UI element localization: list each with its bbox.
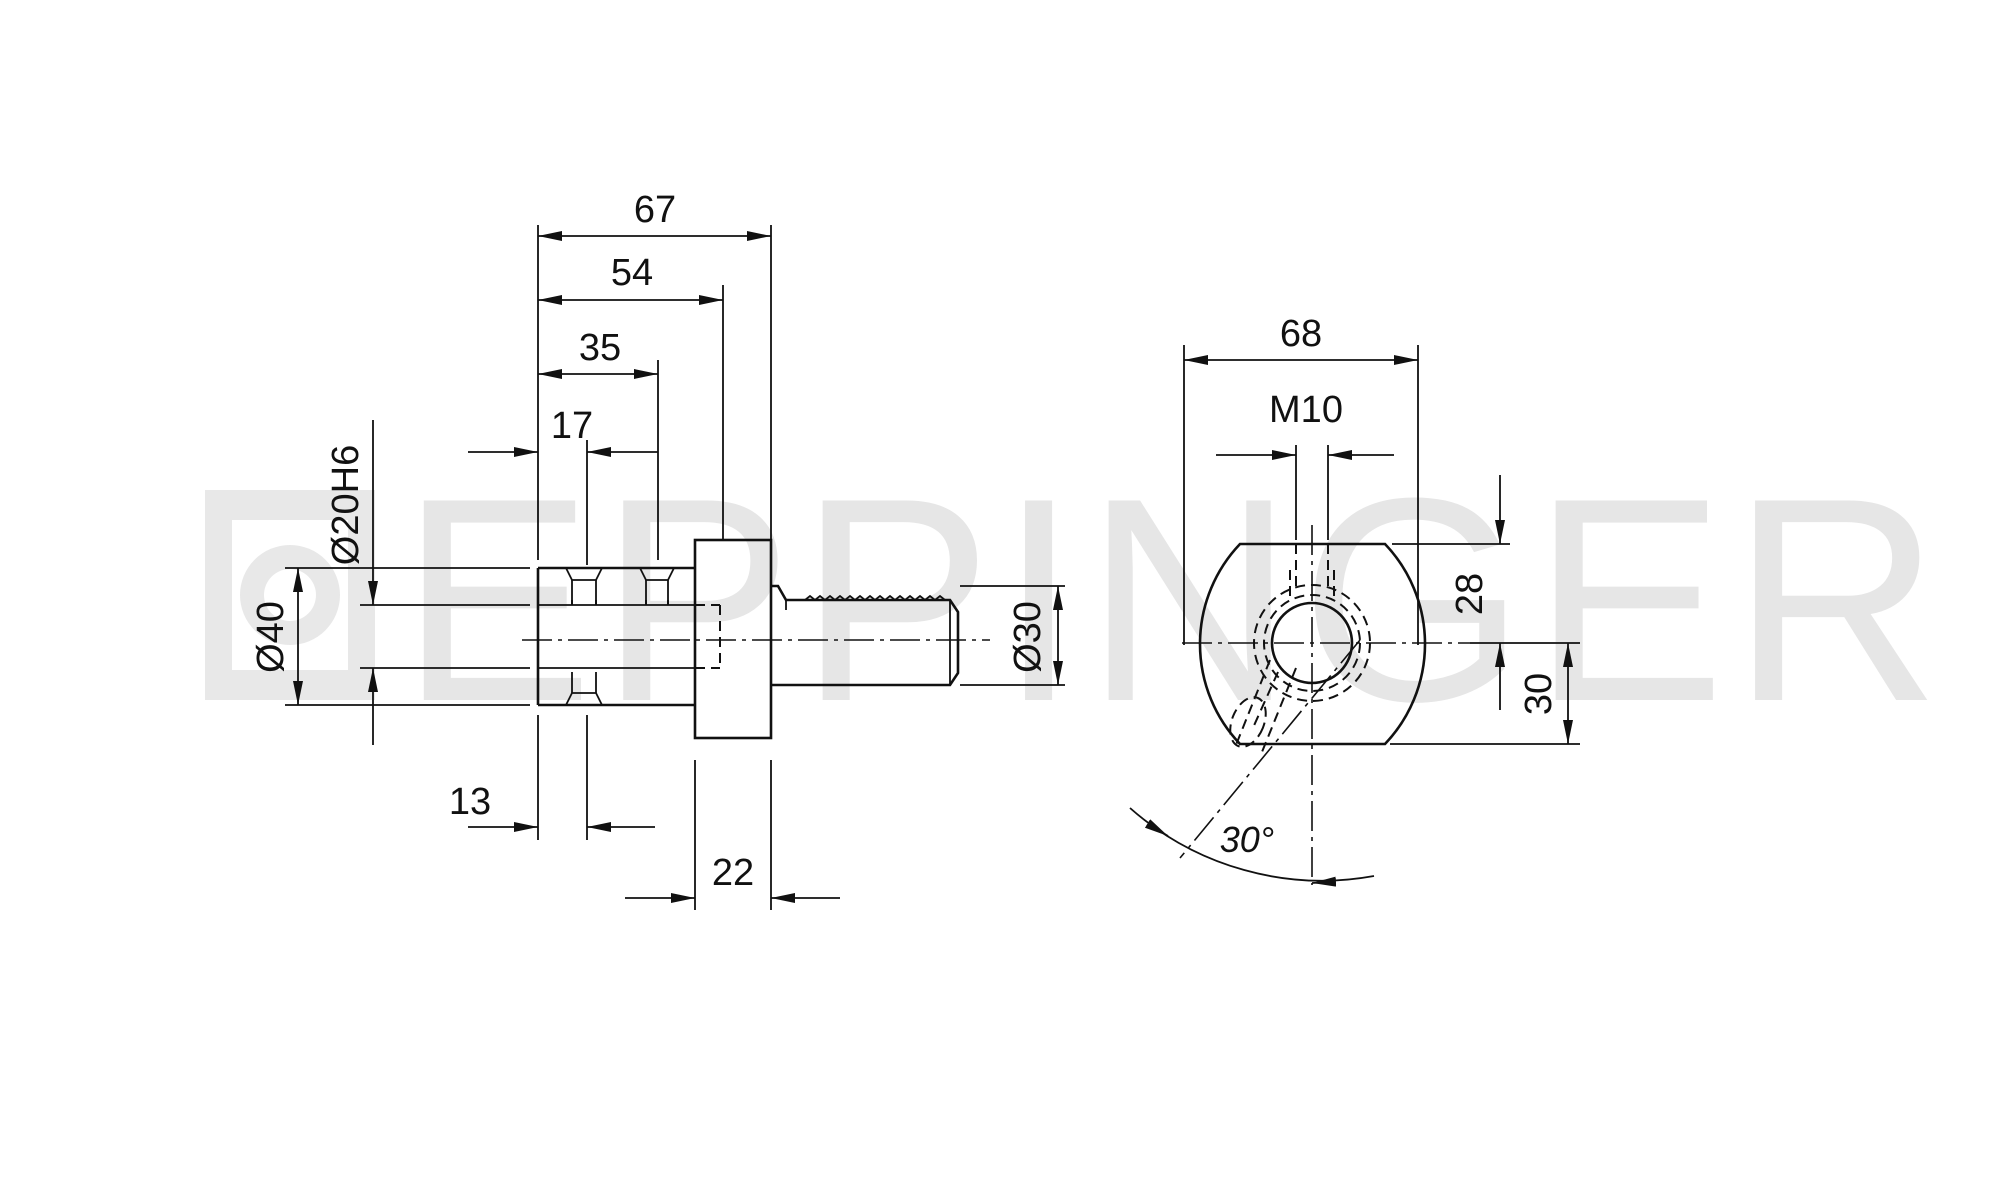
side-dimension-lines <box>293 231 1063 903</box>
side-view: 67 54 35 17 13 22 Ø20H6 Ø40 Ø30 <box>250 189 1065 910</box>
flange <box>693 538 773 740</box>
dim-angle-30: 30° <box>1220 819 1274 860</box>
angled-screw-hidden <box>1229 659 1297 753</box>
dim-height-28: 28 <box>1449 573 1491 615</box>
dim-outer-dia: Ø40 <box>250 601 292 673</box>
dim-length-35: 35 <box>579 327 621 369</box>
side-extension-lines <box>285 225 1065 910</box>
dim-shank-dia: Ø30 <box>1007 601 1049 673</box>
dim-length-13: 13 <box>449 781 491 823</box>
front-center-angled <box>1179 639 1361 859</box>
dim-bore-dia: Ø20H6 <box>325 445 367 565</box>
dim-length-54: 54 <box>611 252 653 294</box>
dim-flange-22: 22 <box>712 852 754 894</box>
dim-length-67: 67 <box>634 189 676 231</box>
front-dimension-lines <box>1129 355 1573 887</box>
front-view: 68 M10 28 30 30° <box>1129 313 1580 887</box>
m10-hole-hidden <box>1289 544 1335 602</box>
front-extension-lines <box>1183 345 1580 745</box>
watermark: EPPINGER <box>205 438 1947 762</box>
dim-width-68: 68 <box>1280 313 1322 355</box>
threaded-shank <box>771 584 960 687</box>
dim-thread-m10: M10 <box>1269 389 1343 431</box>
watermark-logo-icon <box>205 490 375 700</box>
dim-height-30: 30 <box>1518 673 1560 715</box>
dim-length-17: 17 <box>551 405 593 447</box>
groove-features <box>565 567 675 706</box>
watermark-text: EPPINGER <box>400 438 1947 762</box>
